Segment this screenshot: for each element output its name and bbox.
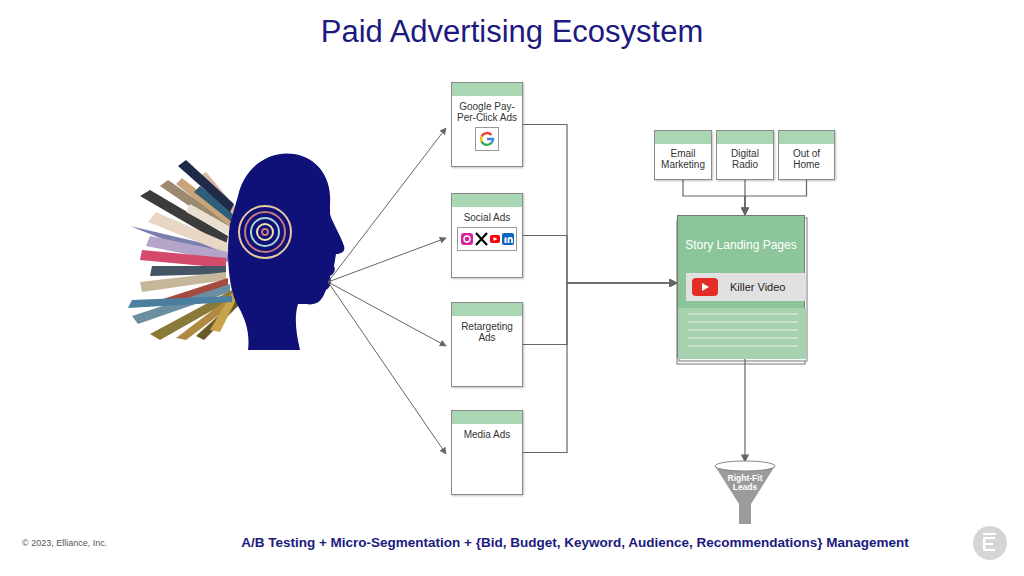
header-band [452, 194, 522, 207]
text-line [688, 322, 798, 323]
social-logo [458, 228, 516, 250]
path-shape [702, 283, 709, 291]
circle-shape [464, 236, 470, 242]
google-logo [476, 128, 498, 150]
x-logo [476, 233, 487, 245]
channel-box: Retargeting Ads [451, 302, 523, 387]
text-line [688, 330, 798, 331]
flow-connector [523, 236, 677, 284]
node-text: Right-Fit Leads [721, 474, 769, 492]
node-text: Email Marketing [655, 148, 711, 170]
header-band [452, 303, 522, 316]
node-text: Google Pay-Per-Click Ads [452, 101, 522, 123]
node-text: Digital Radio [717, 148, 773, 170]
path-shape [482, 142, 492, 145]
channel-box: Google Pay-Per-Click Ads [451, 82, 523, 167]
company-logo [973, 526, 1007, 560]
head-silhouette [228, 153, 344, 350]
header-band [717, 131, 773, 144]
channel-box: Media Ads [451, 410, 523, 495]
idea-spikes [128, 160, 240, 340]
flow-connector [745, 180, 807, 215]
header-band [779, 131, 834, 144]
page-body [678, 308, 806, 359]
funnel-box: Right-Fit Leads [713, 460, 777, 526]
path-shape [487, 139, 493, 143]
rect-shape [692, 278, 718, 296]
google-icon [475, 127, 499, 151]
youtube-logo [490, 235, 500, 243]
linkedin-logo [502, 233, 514, 245]
node-text: Retargeting Ads [452, 321, 522, 343]
node-text: Social Ads [452, 212, 522, 223]
text-wrap: Social Ads [452, 212, 522, 223]
instagram-logo [461, 233, 473, 245]
diagram-title: Paid Advertising Ecosystem [0, 14, 1024, 50]
flow-connector [523, 283, 677, 345]
funnel-shape [713, 460, 777, 526]
text-wrap: Retargeting Ads [452, 321, 522, 343]
spiral [239, 206, 291, 258]
top-box: Email Marketing [654, 130, 712, 180]
node-text: Killer Video [730, 281, 785, 294]
text-wrap: Out of Home [779, 148, 834, 170]
text-wrap: Email Marketing [655, 148, 711, 170]
channel-box: Social Ads [451, 193, 523, 278]
text-wrap: Digital Radio [717, 148, 773, 170]
header-band [452, 83, 522, 96]
rect-shape [505, 238, 507, 244]
path-shape [715, 466, 775, 524]
text-line [688, 338, 798, 339]
text-wrap: Media Ads [452, 429, 522, 440]
copyright-note: © 2023, Elliance, Inc. [22, 538, 107, 548]
node-text: Story Landing Pages [682, 238, 800, 252]
path-shape [509, 238, 513, 244]
node-text: Out of Home [779, 148, 834, 170]
flow-connector [744, 358, 745, 462]
landing-box: Story Landing PagesKiller Video [677, 215, 805, 358]
top-box: Out of Home [778, 130, 835, 180]
text-line [688, 314, 798, 315]
text-line [688, 346, 798, 347]
social-icon [457, 227, 517, 251]
header-band [452, 411, 522, 424]
flow-connector [523, 283, 677, 453]
youtube-play-icon [692, 278, 718, 296]
ellipse-shape [715, 461, 775, 471]
path-shape [482, 133, 492, 136]
page-stack [677, 218, 807, 364]
top-box: Digital Radio [716, 130, 774, 180]
text-wrap: Google Pay-Per-Click Ads [452, 101, 522, 123]
flow-connector [683, 180, 745, 215]
header-band [655, 131, 711, 144]
video-box: Killer Video [686, 273, 806, 301]
head-rays [328, 128, 446, 454]
path-shape [480, 137, 483, 142]
footer-caption: A/B Testing + Micro-Segmentation + {Bid,… [170, 535, 980, 550]
path-shape [494, 237, 498, 241]
node-text: Media Ads [452, 429, 522, 440]
